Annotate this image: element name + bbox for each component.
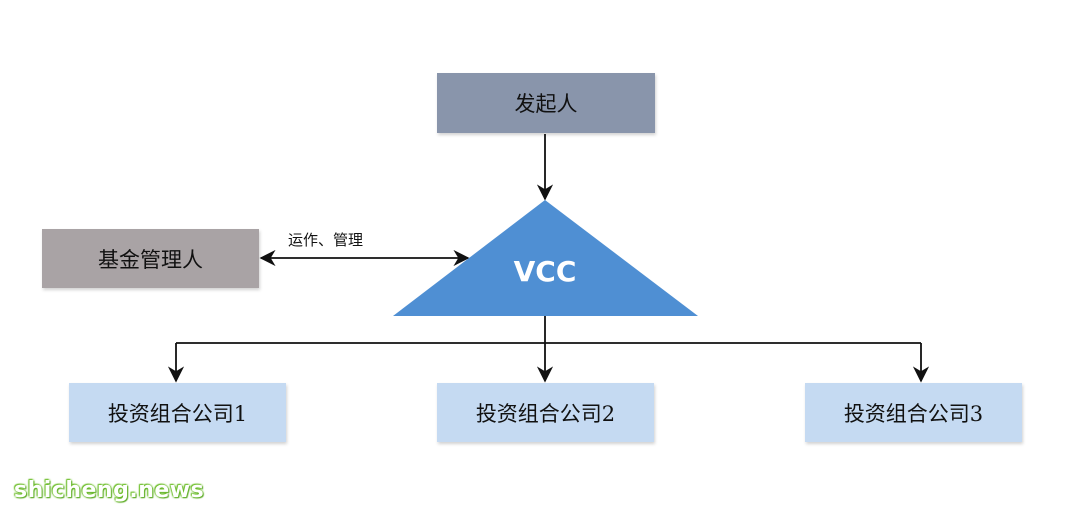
portfolio-company-1-label: 投资组合公司1 xyxy=(107,401,248,426)
watermark: shicheng.news xyxy=(14,478,205,503)
portfolio-company-2-box: 投资组合公司2 xyxy=(437,383,654,442)
vcc-label: VCC xyxy=(514,255,577,288)
portfolio-company-3-box: 投资组合公司3 xyxy=(805,383,1022,442)
founder-box: 发起人 xyxy=(437,73,655,133)
manager-vcc-label: 运作、管理 xyxy=(288,231,363,249)
fund-manager-box: 基金管理人 xyxy=(42,229,259,288)
portfolio-company-2-label: 投资组合公司2 xyxy=(475,401,616,426)
founder-label: 发起人 xyxy=(514,92,578,116)
fund-manager-label: 基金管理人 xyxy=(98,247,203,272)
vcc-triangle xyxy=(393,200,698,316)
portfolio-company-1-box: 投资组合公司1 xyxy=(69,383,286,442)
portfolio-company-3-label: 投资组合公司3 xyxy=(843,401,984,426)
